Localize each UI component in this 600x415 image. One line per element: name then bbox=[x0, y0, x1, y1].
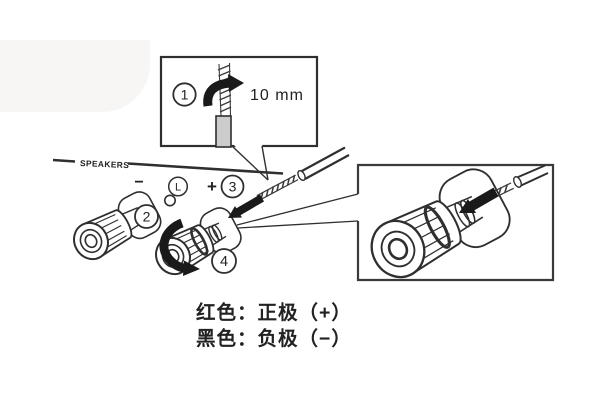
legend-red-positive: 红色：正极（+） bbox=[196, 301, 352, 324]
step-2-number: 2 bbox=[143, 209, 151, 225]
step-4-number: 4 bbox=[220, 254, 228, 270]
wire-jacket bbox=[215, 115, 232, 148]
legend-black-negative: 黑色：负极（−） bbox=[196, 327, 352, 350]
channel-l-badge: L bbox=[167, 176, 189, 197]
magnify-leader-bottom bbox=[237, 220, 359, 229]
positive-terminal-label: + bbox=[207, 177, 217, 196]
wire-insert-arrow-icon bbox=[228, 194, 265, 218]
magnify-leader-top bbox=[236, 193, 359, 226]
bare-strand-tip bbox=[256, 174, 299, 201]
strip-direction-arrow-icon bbox=[203, 74, 244, 107]
wire-insert-arrow-detail-icon bbox=[459, 187, 499, 213]
strip-length-label: 10 mm bbox=[250, 87, 304, 104]
panel-line-right bbox=[127, 162, 284, 175]
step-1-badge: 1 bbox=[172, 82, 197, 107]
step-2-badge: 2 bbox=[134, 204, 159, 229]
panel-line-left bbox=[52, 158, 76, 163]
tighten-rotation-arrow-icon bbox=[159, 218, 200, 276]
speaker-wire bbox=[256, 146, 350, 201]
step-4-badge: 4 bbox=[211, 248, 237, 274]
step-3-number: 3 bbox=[229, 179, 237, 195]
negative-terminal-label: − bbox=[134, 174, 143, 191]
step-1-number: 1 bbox=[181, 87, 189, 103]
strip-callout-box: 1 10 mm bbox=[159, 55, 319, 181]
speakers-panel-label: SPEAKERS bbox=[52, 158, 284, 175]
channel-l-letter: L bbox=[175, 182, 181, 194]
detail-box bbox=[356, 163, 555, 282]
speaker-wire-detail bbox=[487, 164, 549, 201]
page-background-shading bbox=[0, 40, 150, 112]
step-3-badge: 3 bbox=[220, 174, 245, 199]
panel-screw-hole-icon bbox=[164, 194, 177, 207]
speakers-label: SPEAKERS bbox=[80, 158, 130, 170]
